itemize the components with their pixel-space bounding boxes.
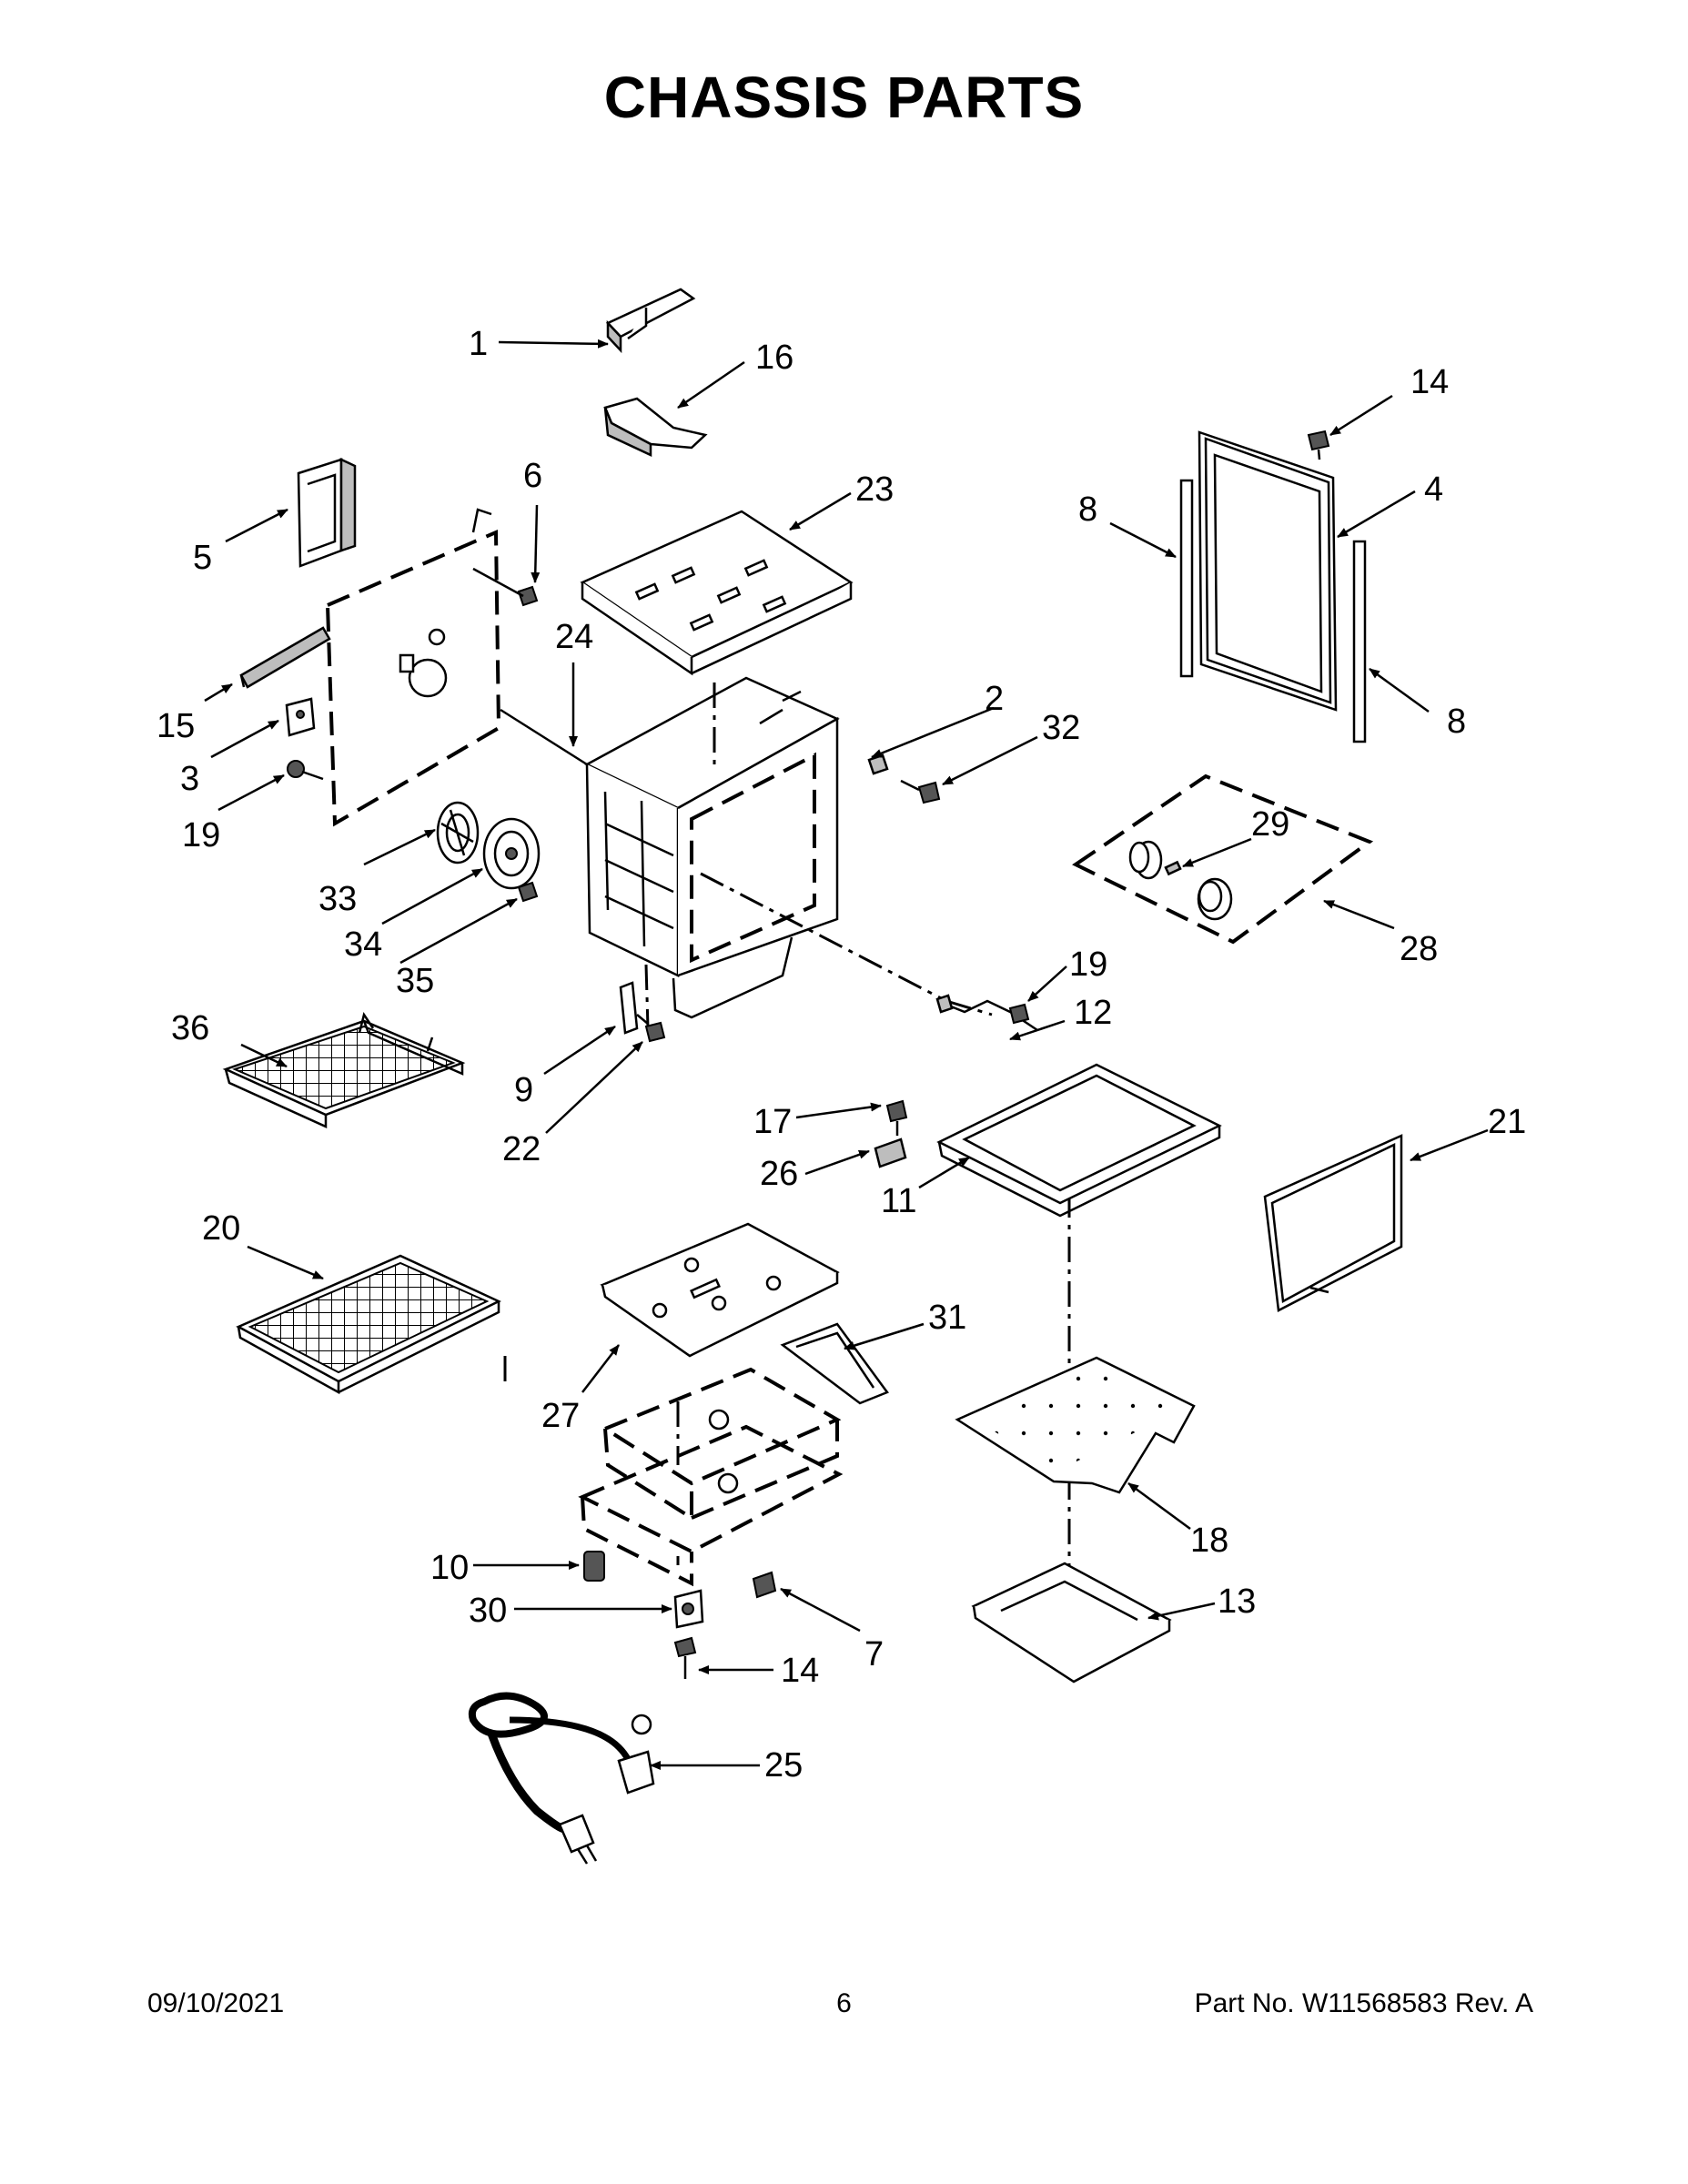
callout-7: 7 bbox=[864, 1635, 884, 1673]
part-16-vent-duct bbox=[603, 397, 708, 457]
part-8-gasket-right bbox=[1352, 540, 1367, 743]
callout-14-top: 14 bbox=[1410, 363, 1449, 401]
part-10-leveling-leg bbox=[583, 1551, 605, 1582]
knob-right bbox=[1197, 877, 1233, 921]
callout-2: 2 bbox=[985, 680, 1004, 718]
part-24-oven-cavity bbox=[584, 676, 840, 1019]
part-8-gasket-left bbox=[1179, 479, 1194, 678]
callout-23: 23 bbox=[855, 470, 894, 509]
callout-6: 6 bbox=[523, 457, 542, 495]
footer-part-number: Part No. W11568583 Rev. A bbox=[1194, 1988, 1533, 2018]
part-1-vent-cap bbox=[605, 288, 696, 354]
callout-28: 28 bbox=[1400, 930, 1438, 968]
callout-8-right: 8 bbox=[1447, 703, 1466, 741]
callout-16: 16 bbox=[755, 339, 793, 377]
callout-24: 24 bbox=[555, 618, 593, 656]
part-30-leg-bracket bbox=[673, 1589, 704, 1629]
callout-33: 33 bbox=[318, 880, 357, 918]
callout-32: 32 bbox=[1042, 709, 1080, 747]
callout-5: 5 bbox=[193, 539, 212, 577]
callout-15: 15 bbox=[157, 707, 195, 745]
callout-19-right: 19 bbox=[1069, 945, 1107, 984]
part-34-fan-cover bbox=[482, 817, 541, 890]
part-19-screw-left bbox=[287, 760, 324, 781]
part-5-bracket bbox=[297, 458, 357, 568]
part-14-screw-bottom bbox=[673, 1636, 697, 1679]
callout-31: 31 bbox=[928, 1299, 966, 1337]
callout-13: 13 bbox=[1218, 1582, 1256, 1621]
leader-lines bbox=[204, 339, 1489, 1770]
part-4-door-frame bbox=[1198, 430, 1338, 712]
part-11-oven-bottom bbox=[936, 1063, 1222, 1218]
part-2-bushing bbox=[867, 753, 889, 775]
knob-left bbox=[1128, 840, 1163, 880]
part-36-rack-with-handles bbox=[222, 1011, 466, 1128]
part-28-knob-kit bbox=[1072, 774, 1374, 945]
callout-4: 4 bbox=[1424, 470, 1443, 509]
callout-22: 22 bbox=[502, 1130, 541, 1168]
callout-17: 17 bbox=[753, 1103, 792, 1141]
callout-30: 30 bbox=[469, 1592, 507, 1630]
part-27-bottom-plate bbox=[600, 1222, 840, 1358]
callout-34: 34 bbox=[344, 925, 382, 964]
callout-20: 20 bbox=[202, 1209, 240, 1248]
part-31-heating-element bbox=[780, 1322, 889, 1405]
part-33-fan-blade bbox=[436, 801, 480, 864]
part-19-screw-right bbox=[1008, 1003, 1030, 1025]
part-23-top-plate bbox=[580, 510, 854, 676]
callout-19-left: 19 bbox=[182, 816, 220, 854]
callout-labels: 1 16 6 5 23 14 8 4 8 24 15 3 19 2 32 29 … bbox=[157, 325, 1526, 1785]
part-15-rail bbox=[239, 626, 331, 689]
part-35-screw bbox=[517, 881, 539, 903]
part-29-knob-insert bbox=[1164, 860, 1182, 876]
storage-drawer-body bbox=[578, 1367, 844, 1587]
part-9-bracket bbox=[619, 981, 649, 1035]
part-3-clip bbox=[285, 697, 316, 737]
footer-page-number: 6 bbox=[836, 1988, 852, 2018]
rear-panel bbox=[325, 508, 501, 827]
part-17-screw bbox=[885, 1099, 908, 1136]
part-18-perforated-shield bbox=[955, 1356, 1196, 1494]
callout-18: 18 bbox=[1190, 1522, 1228, 1560]
callout-11: 11 bbox=[881, 1182, 916, 1220]
part-32-screw bbox=[900, 779, 941, 804]
callout-25: 25 bbox=[764, 1746, 803, 1785]
callout-14-bottom: 14 bbox=[781, 1652, 819, 1690]
assembly-guide-lines bbox=[503, 682, 1071, 1602]
part-25-power-cord bbox=[468, 1692, 655, 1865]
callout-29: 29 bbox=[1251, 805, 1289, 844]
part-21-door-gasket bbox=[1263, 1134, 1403, 1312]
page-title: CHASSIS PARTS bbox=[603, 65, 1085, 130]
part-13-drawer-bottom bbox=[971, 1562, 1172, 1684]
callout-8-left: 8 bbox=[1078, 490, 1097, 529]
part-26-bracket bbox=[874, 1138, 907, 1168]
part-6-screw bbox=[472, 567, 539, 607]
callout-36: 36 bbox=[171, 1009, 209, 1047]
part-22-screw bbox=[644, 1021, 666, 1043]
callout-21: 21 bbox=[1488, 1103, 1526, 1141]
callout-26: 26 bbox=[760, 1155, 798, 1193]
callout-12: 12 bbox=[1074, 994, 1112, 1032]
callout-9: 9 bbox=[514, 1071, 533, 1109]
footer-date: 09/10/2021 bbox=[147, 1988, 285, 2018]
part-20-oven-rack bbox=[236, 1254, 501, 1395]
callout-3: 3 bbox=[180, 760, 199, 798]
part-14-screw-top bbox=[1307, 430, 1330, 460]
callout-1: 1 bbox=[469, 325, 488, 363]
callout-27: 27 bbox=[541, 1397, 580, 1435]
callout-10: 10 bbox=[430, 1549, 469, 1587]
callout-35: 35 bbox=[396, 962, 434, 1000]
part-7-clip bbox=[752, 1571, 777, 1599]
